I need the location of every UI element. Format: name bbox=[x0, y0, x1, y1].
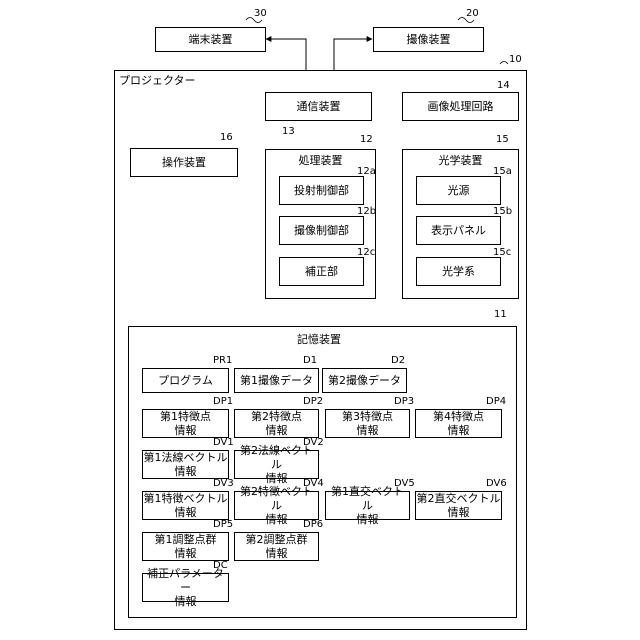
processing-ref: 12 bbox=[360, 134, 373, 145]
storage-item-line1: 第2特徴点 bbox=[251, 410, 302, 424]
operation-device: 操作装置 bbox=[130, 148, 238, 177]
optical-system-label: 光学系 bbox=[442, 265, 475, 279]
optical-system: 光学系 bbox=[416, 257, 501, 286]
imaging-control-label: 撮像制御部 bbox=[294, 224, 349, 238]
storage-item-ref: DV1 bbox=[213, 437, 234, 448]
storage-item: プログラム bbox=[142, 368, 229, 393]
storage-ref: 11 bbox=[494, 309, 507, 320]
camera-device: 撮像装置 bbox=[373, 27, 484, 52]
storage-item-line1: 第1特徴ベクトル bbox=[144, 492, 228, 506]
storage-item: 第1特徴点情報 bbox=[142, 409, 229, 438]
storage-item-line1: 第2撮像データ bbox=[328, 374, 401, 388]
storage-item-line2: 情報 bbox=[433, 424, 484, 438]
storage-item-ref: DV3 bbox=[213, 478, 234, 489]
storage-item-ref: DP6 bbox=[303, 519, 323, 530]
storage-item: 第2特徴点情報 bbox=[234, 409, 319, 438]
storage-item-line2: 情報 bbox=[144, 465, 228, 479]
storage-item: 第4特徴点情報 bbox=[415, 409, 502, 438]
image-processing-label: 画像処理回路 bbox=[428, 100, 494, 114]
storage-item-ref: D2 bbox=[391, 355, 405, 366]
storage-item-ref: DP4 bbox=[486, 396, 506, 407]
storage-item-line2: 情報 bbox=[143, 595, 228, 609]
storage-item-line2: 情報 bbox=[246, 547, 308, 561]
storage-item-line2: 情報 bbox=[417, 506, 501, 520]
storage-item-line1: 第1直交ベクトル bbox=[326, 485, 409, 513]
processing-device-label: 処理装置 bbox=[299, 154, 343, 168]
storage-item-line2: 情報 bbox=[342, 424, 393, 438]
display-panel: 表示パネル bbox=[416, 216, 501, 245]
projector-ref: 10 bbox=[509, 54, 522, 65]
operation-ref: 16 bbox=[220, 132, 233, 143]
camera-device-label: 撮像装置 bbox=[407, 33, 451, 47]
projector-title: プロジェクター bbox=[119, 72, 196, 88]
storage-item-line1: 第3特徴点 bbox=[342, 410, 393, 424]
storage-device-label: 記憶装置 bbox=[297, 331, 341, 347]
projection-control-unit: 投射制御部 bbox=[279, 176, 364, 205]
storage-item-line1: 第2特徴ベクトル bbox=[235, 485, 318, 513]
projection-control-label: 投射制御部 bbox=[294, 184, 349, 198]
storage-item-line2: 情報 bbox=[155, 547, 217, 561]
light-source: 光源 bbox=[416, 176, 501, 205]
storage-item-ref: DP1 bbox=[213, 396, 233, 407]
storage-item: 第1法線ベクトル情報 bbox=[142, 450, 229, 479]
storage-item: 第3特徴点情報 bbox=[325, 409, 410, 438]
storage-item: 補正パラメーター情報 bbox=[142, 573, 229, 602]
terminal-ref: 30 bbox=[254, 8, 267, 19]
storage-item-ref: PR1 bbox=[213, 355, 232, 366]
storage-item: 第1直交ベクトル情報 bbox=[325, 491, 410, 520]
storage-item-line2: 情報 bbox=[326, 513, 409, 527]
storage-item-line1: 第4特徴点 bbox=[433, 410, 484, 424]
operation-device-label: 操作装置 bbox=[162, 156, 206, 170]
terminal-device: 端末装置 bbox=[155, 27, 266, 52]
storage-item: 第2直交ベクトル情報 bbox=[415, 491, 502, 520]
storage-item-line2: 情報 bbox=[144, 506, 228, 520]
storage-item-ref: DV6 bbox=[486, 478, 507, 489]
storage-item-line1: 第2法線ベクトル bbox=[235, 444, 318, 472]
storage-item: 第2法線ベクトル情報 bbox=[234, 450, 319, 479]
storage-item-ref: D1 bbox=[303, 355, 317, 366]
image-processing-circuit: 画像処理回路 bbox=[402, 92, 519, 121]
storage-item-line1: 第1法線ベクトル bbox=[144, 451, 228, 465]
communication-device: 通信装置 bbox=[265, 92, 372, 121]
storage-item-line1: 補正パラメーター bbox=[143, 567, 228, 595]
storage-item: 第1調整点群情報 bbox=[142, 532, 229, 561]
imaging-control-unit: 撮像制御部 bbox=[279, 216, 364, 245]
communication-ref: 13 bbox=[282, 126, 295, 137]
storage-item-line1: プログラム bbox=[158, 374, 213, 388]
optical-ref: 15 bbox=[496, 134, 509, 145]
storage-item-line1: 第2直交ベクトル bbox=[417, 492, 501, 506]
correction-unit: 補正部 bbox=[279, 257, 364, 286]
storage-item: 第2調整点群情報 bbox=[234, 532, 319, 561]
storage-item: 第1特徴ベクトル情報 bbox=[142, 491, 229, 520]
storage-item-line1: 第2調整点群 bbox=[246, 533, 308, 547]
storage-item-ref: DP3 bbox=[394, 396, 414, 407]
correction-label: 補正部 bbox=[305, 265, 338, 279]
storage-item-line2: 情報 bbox=[251, 424, 302, 438]
light-source-label: 光源 bbox=[448, 184, 470, 198]
storage-item-line2: 情報 bbox=[160, 424, 211, 438]
storage-item-ref: DP5 bbox=[213, 519, 233, 530]
storage-item-line1: 第1撮像データ bbox=[240, 374, 313, 388]
storage-item: 第1撮像データ bbox=[234, 368, 319, 393]
optical-device-label: 光学装置 bbox=[439, 154, 483, 168]
terminal-device-label: 端末装置 bbox=[189, 33, 233, 47]
storage-item-line1: 第1特徴点 bbox=[160, 410, 211, 424]
storage-item-ref: DP2 bbox=[303, 396, 323, 407]
image-processing-ref: 14 bbox=[497, 80, 510, 91]
storage-item: 第2撮像データ bbox=[322, 368, 407, 393]
display-panel-label: 表示パネル bbox=[431, 224, 486, 238]
camera-ref: 20 bbox=[466, 8, 479, 19]
storage-item: 第2特徴ベクトル情報 bbox=[234, 491, 319, 520]
communication-device-label: 通信装置 bbox=[297, 100, 341, 114]
storage-item-line1: 第1調整点群 bbox=[155, 533, 217, 547]
